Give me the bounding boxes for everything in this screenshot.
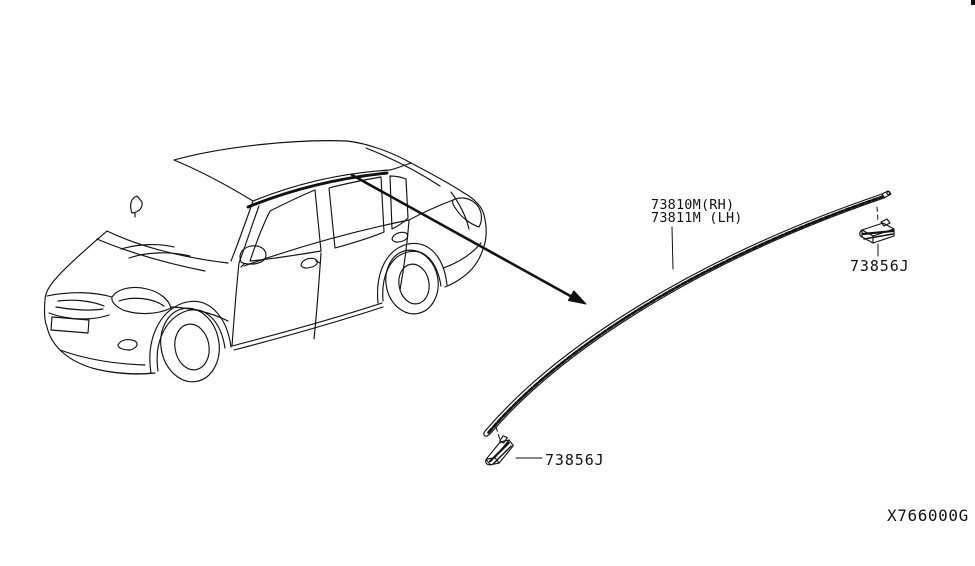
car-quarter-window <box>389 175 409 230</box>
molding-hatch-band <box>487 195 885 434</box>
leader-lines <box>495 206 879 459</box>
molding-bottom-edge <box>489 197 885 435</box>
car-license-plate <box>50 316 90 334</box>
clip-rear <box>859 218 895 244</box>
car-wipers <box>120 243 191 259</box>
car-front-wheel-arch <box>149 300 232 374</box>
car-illustration <box>43 140 487 383</box>
molding-front-end-cap <box>483 429 491 437</box>
car-grille <box>46 292 113 320</box>
leader-clip-rear-dashed <box>876 206 879 222</box>
molding-rear-end-cap <box>881 190 892 199</box>
part-number-clip-front: 73856J <box>545 451 605 469</box>
car-trunk-shutline <box>450 191 470 230</box>
clip-front-hatch2 <box>492 445 512 465</box>
car-hood-crease <box>96 238 206 272</box>
car-fog-light <box>117 339 138 351</box>
car-windshield-top-edge <box>173 159 254 202</box>
car-quarter-crease <box>408 199 454 221</box>
pointer-arrow-shaft <box>350 173 576 300</box>
roof-molding-strip <box>483 190 892 437</box>
car-front-wheel <box>160 307 220 383</box>
car-front-door-rear-edge <box>313 252 322 340</box>
car-front-door-handle <box>300 257 321 269</box>
clip-front-tab <box>499 435 508 444</box>
car-rear-silhouette <box>410 162 487 288</box>
car-rear-wheel <box>385 249 439 315</box>
car-taillight <box>452 197 483 228</box>
diagram-reference-code: X766000G <box>887 506 969 525</box>
clip-rear-tab <box>880 218 891 227</box>
car-bumper-crease <box>59 349 156 375</box>
leader-clip-front-dashed <box>495 426 502 444</box>
car-rocker-sill <box>231 302 384 351</box>
part-number-molding-lh: 73811M (LH) <box>651 210 743 226</box>
clip-front <box>485 435 514 466</box>
car-front-silhouette <box>43 230 152 375</box>
car-front-door-window <box>249 189 322 262</box>
car-rear-wheel-arch <box>376 242 448 304</box>
molding-rear-end-notch <box>886 190 891 196</box>
car-fender-line <box>170 306 229 322</box>
car-rear-window-edge <box>365 147 441 187</box>
clip-rear-hatch <box>861 229 895 236</box>
pointer-arrow <box>350 173 587 305</box>
clip-rear-hatch2 <box>863 233 894 240</box>
clip-rear-end-cap <box>859 229 863 238</box>
molding-top-edge <box>485 193 883 431</box>
car-rear-door-handle <box>391 231 409 243</box>
clip-front-end-cap <box>485 458 491 466</box>
car-far-mirror <box>130 195 143 218</box>
car-front-door-front-edge <box>231 262 240 347</box>
car-cowl-line <box>106 230 229 264</box>
pointer-arrowhead <box>567 290 587 305</box>
car-rear-door-rear-edge <box>399 220 410 291</box>
car-side-mirror <box>239 245 267 268</box>
car-roofline <box>173 140 412 164</box>
part-number-molding-rh: 73810M(RH) <box>651 197 735 213</box>
clip-front-hatch <box>488 441 510 463</box>
car-rear-door-window <box>328 176 385 249</box>
leader-molding-label <box>671 226 674 270</box>
scan-edge-mark <box>971 0 975 5</box>
car-headlight <box>111 286 172 315</box>
car-roof-molding-highlight <box>246 171 389 209</box>
car-a-pillar <box>230 200 260 264</box>
part-number-clip-rear: 73856J <box>850 257 910 275</box>
